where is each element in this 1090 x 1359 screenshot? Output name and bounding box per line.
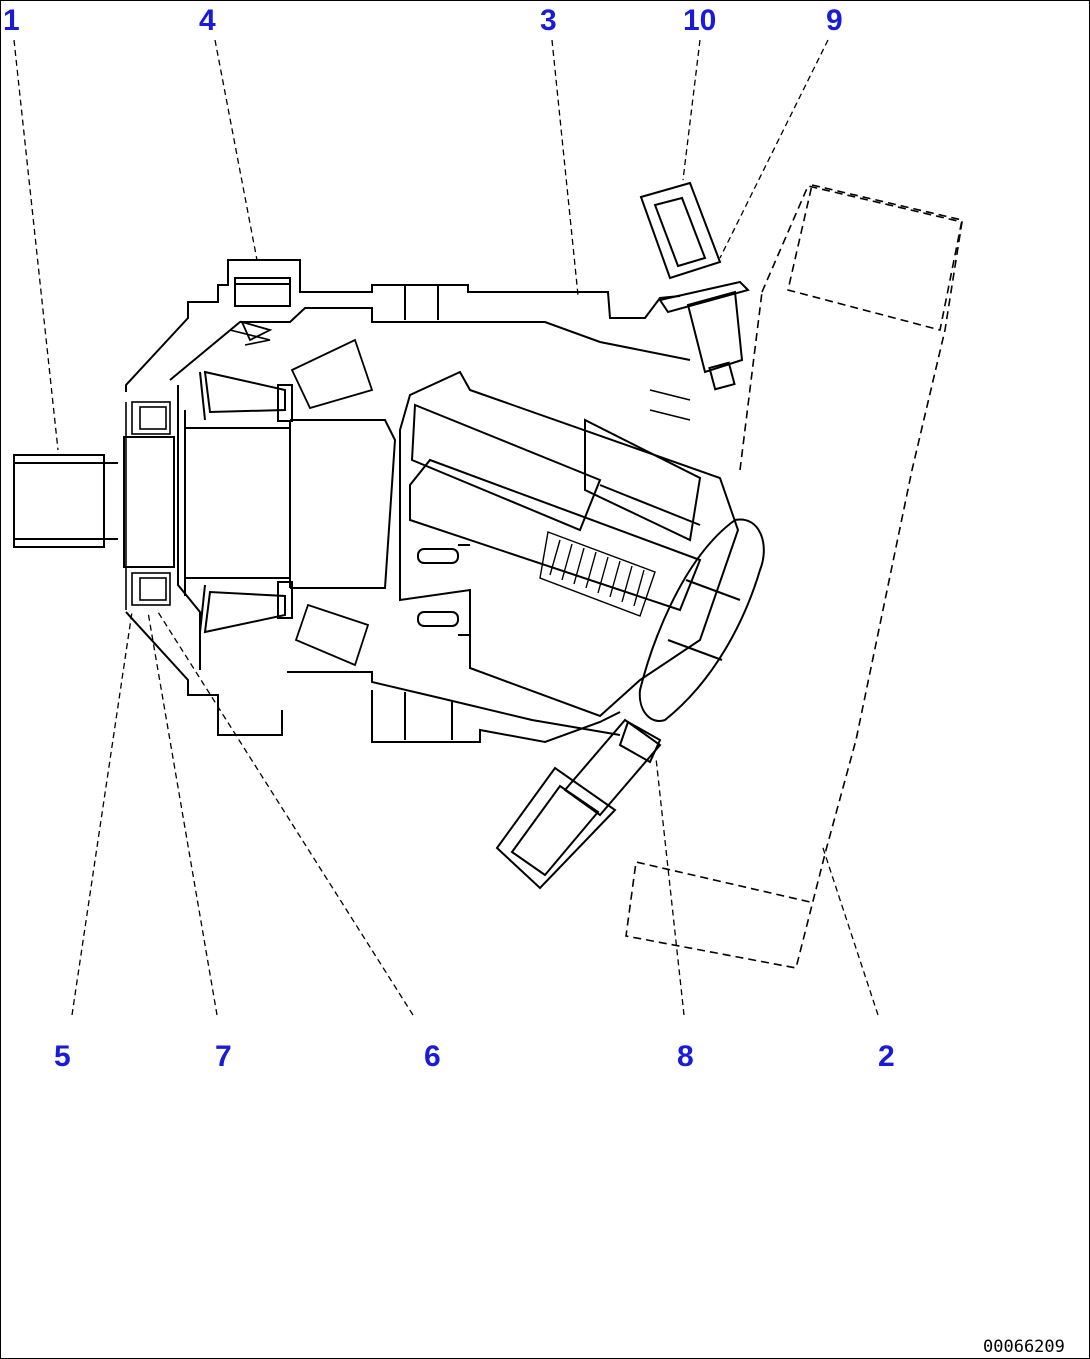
drive-shaft — [184, 370, 397, 634]
leader-line-6 — [157, 611, 414, 1016]
small-ports — [229, 329, 691, 421]
end-cover — [638, 518, 765, 722]
port-block — [625, 184, 963, 969]
drawing-number: 00066209 — [983, 1337, 1065, 1357]
leader-line-2 — [821, 844, 879, 1016]
leader-line-3 — [551, 39, 579, 296]
callout-6: 6 — [424, 1040, 441, 1073]
callout-4: 4 — [199, 4, 216, 37]
callout-labels: 1 4 3 10 9 5 7 6 8 2 00066209 — [3, 4, 1065, 1357]
callout-9: 9 — [826, 4, 843, 37]
callout-8: 8 — [677, 1040, 694, 1073]
callout-1: 1 — [3, 4, 20, 37]
motor-housing — [125, 259, 691, 744]
cylinder-block — [399, 370, 740, 718]
callout-7: 7 — [215, 1040, 232, 1073]
callout-3: 3 — [540, 4, 557, 37]
relief-valve-lower — [495, 718, 662, 890]
leader-line-10 — [682, 39, 701, 181]
output-shaft — [13, 436, 175, 568]
relief-valve-upper — [639, 181, 750, 391]
leader-line-5 — [71, 611, 133, 1016]
leader-line-1 — [13, 39, 59, 451]
callout-10: 10 — [683, 4, 716, 37]
leader-lines — [13, 39, 879, 1016]
leader-line-4 — [214, 39, 258, 261]
leader-line-8 — [655, 757, 685, 1016]
front-bearing-assembly — [125, 401, 171, 610]
leader-line-7 — [147, 611, 218, 1016]
tapered-roller-bearings — [240, 320, 374, 667]
callout-2: 2 — [878, 1040, 895, 1073]
leader-line-9 — [719, 39, 829, 259]
callout-5: 5 — [54, 1040, 71, 1073]
spring-pack — [539, 531, 656, 617]
